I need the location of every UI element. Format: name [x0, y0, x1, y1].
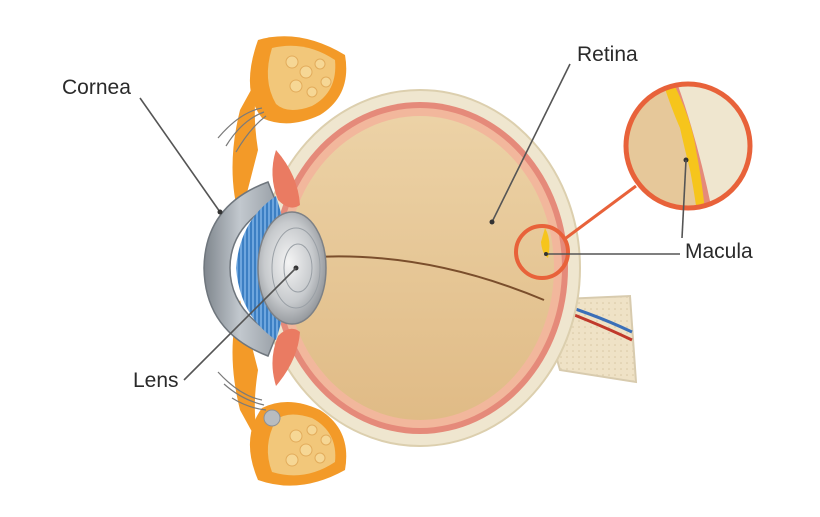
retina-leader [491, 63, 571, 223]
lens [257, 211, 327, 325]
macula-callout-ring [514, 224, 570, 280]
cornea-label: Cornea [62, 76, 131, 99]
macula-point [544, 252, 548, 256]
retina-label: Retina [577, 43, 638, 66]
macula-inset-leader [681, 159, 687, 239]
lens-leader [183, 267, 297, 381]
macula-spot [541, 228, 550, 258]
upper-orbit-tissue [232, 36, 347, 220]
vitreous-body [286, 116, 554, 420]
lower-orbit-tissue [232, 300, 347, 486]
vitreous-fold [299, 255, 545, 301]
macula-label: Macula [685, 240, 753, 263]
iris [236, 196, 282, 340]
cornea-leader [139, 97, 221, 213]
leader-dots [217, 209, 495, 225]
callout-connector [565, 184, 637, 240]
leader-lines [139, 63, 687, 381]
ciliary-body [272, 150, 300, 386]
lens-label: Lens [133, 369, 179, 392]
cornea [203, 181, 277, 357]
macula-zoom-inset [623, 81, 753, 211]
eyelashes [217, 107, 267, 411]
